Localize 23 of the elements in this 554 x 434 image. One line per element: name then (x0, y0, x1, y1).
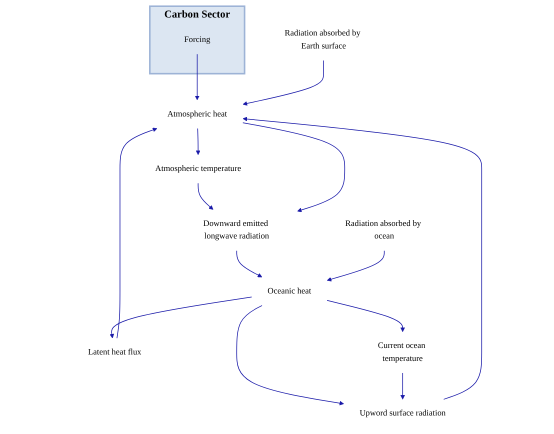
arrow (116, 128, 158, 339)
node-text: Upword surface radiation (360, 408, 446, 418)
arrow (400, 372, 406, 400)
arrow (196, 128, 200, 156)
node-text: Current ocean temperature (378, 341, 426, 363)
node-text: Atmospheric heat (167, 109, 228, 118)
arrow (242, 116, 482, 400)
arrow (242, 122, 346, 212)
arrow (236, 305, 344, 406)
node-text: Forcing (184, 35, 210, 44)
arrow (110, 296, 252, 338)
node-text: Downward emitted longwave radiation (203, 219, 270, 241)
node-text: Radiation absorbed by ocean (345, 219, 422, 241)
node-text: Atmospheric temperature (155, 164, 242, 174)
arrow (198, 182, 214, 210)
arrow (326, 300, 406, 332)
node-text: Oceanic heat (268, 286, 312, 296)
arrow (236, 250, 262, 278)
arrow (242, 60, 324, 106)
arrow (326, 250, 385, 282)
node-text: Radiation absorbed by Earth surface (284, 28, 361, 50)
arrow (194, 54, 200, 100)
node-text: Latent heat flux (88, 348, 142, 357)
